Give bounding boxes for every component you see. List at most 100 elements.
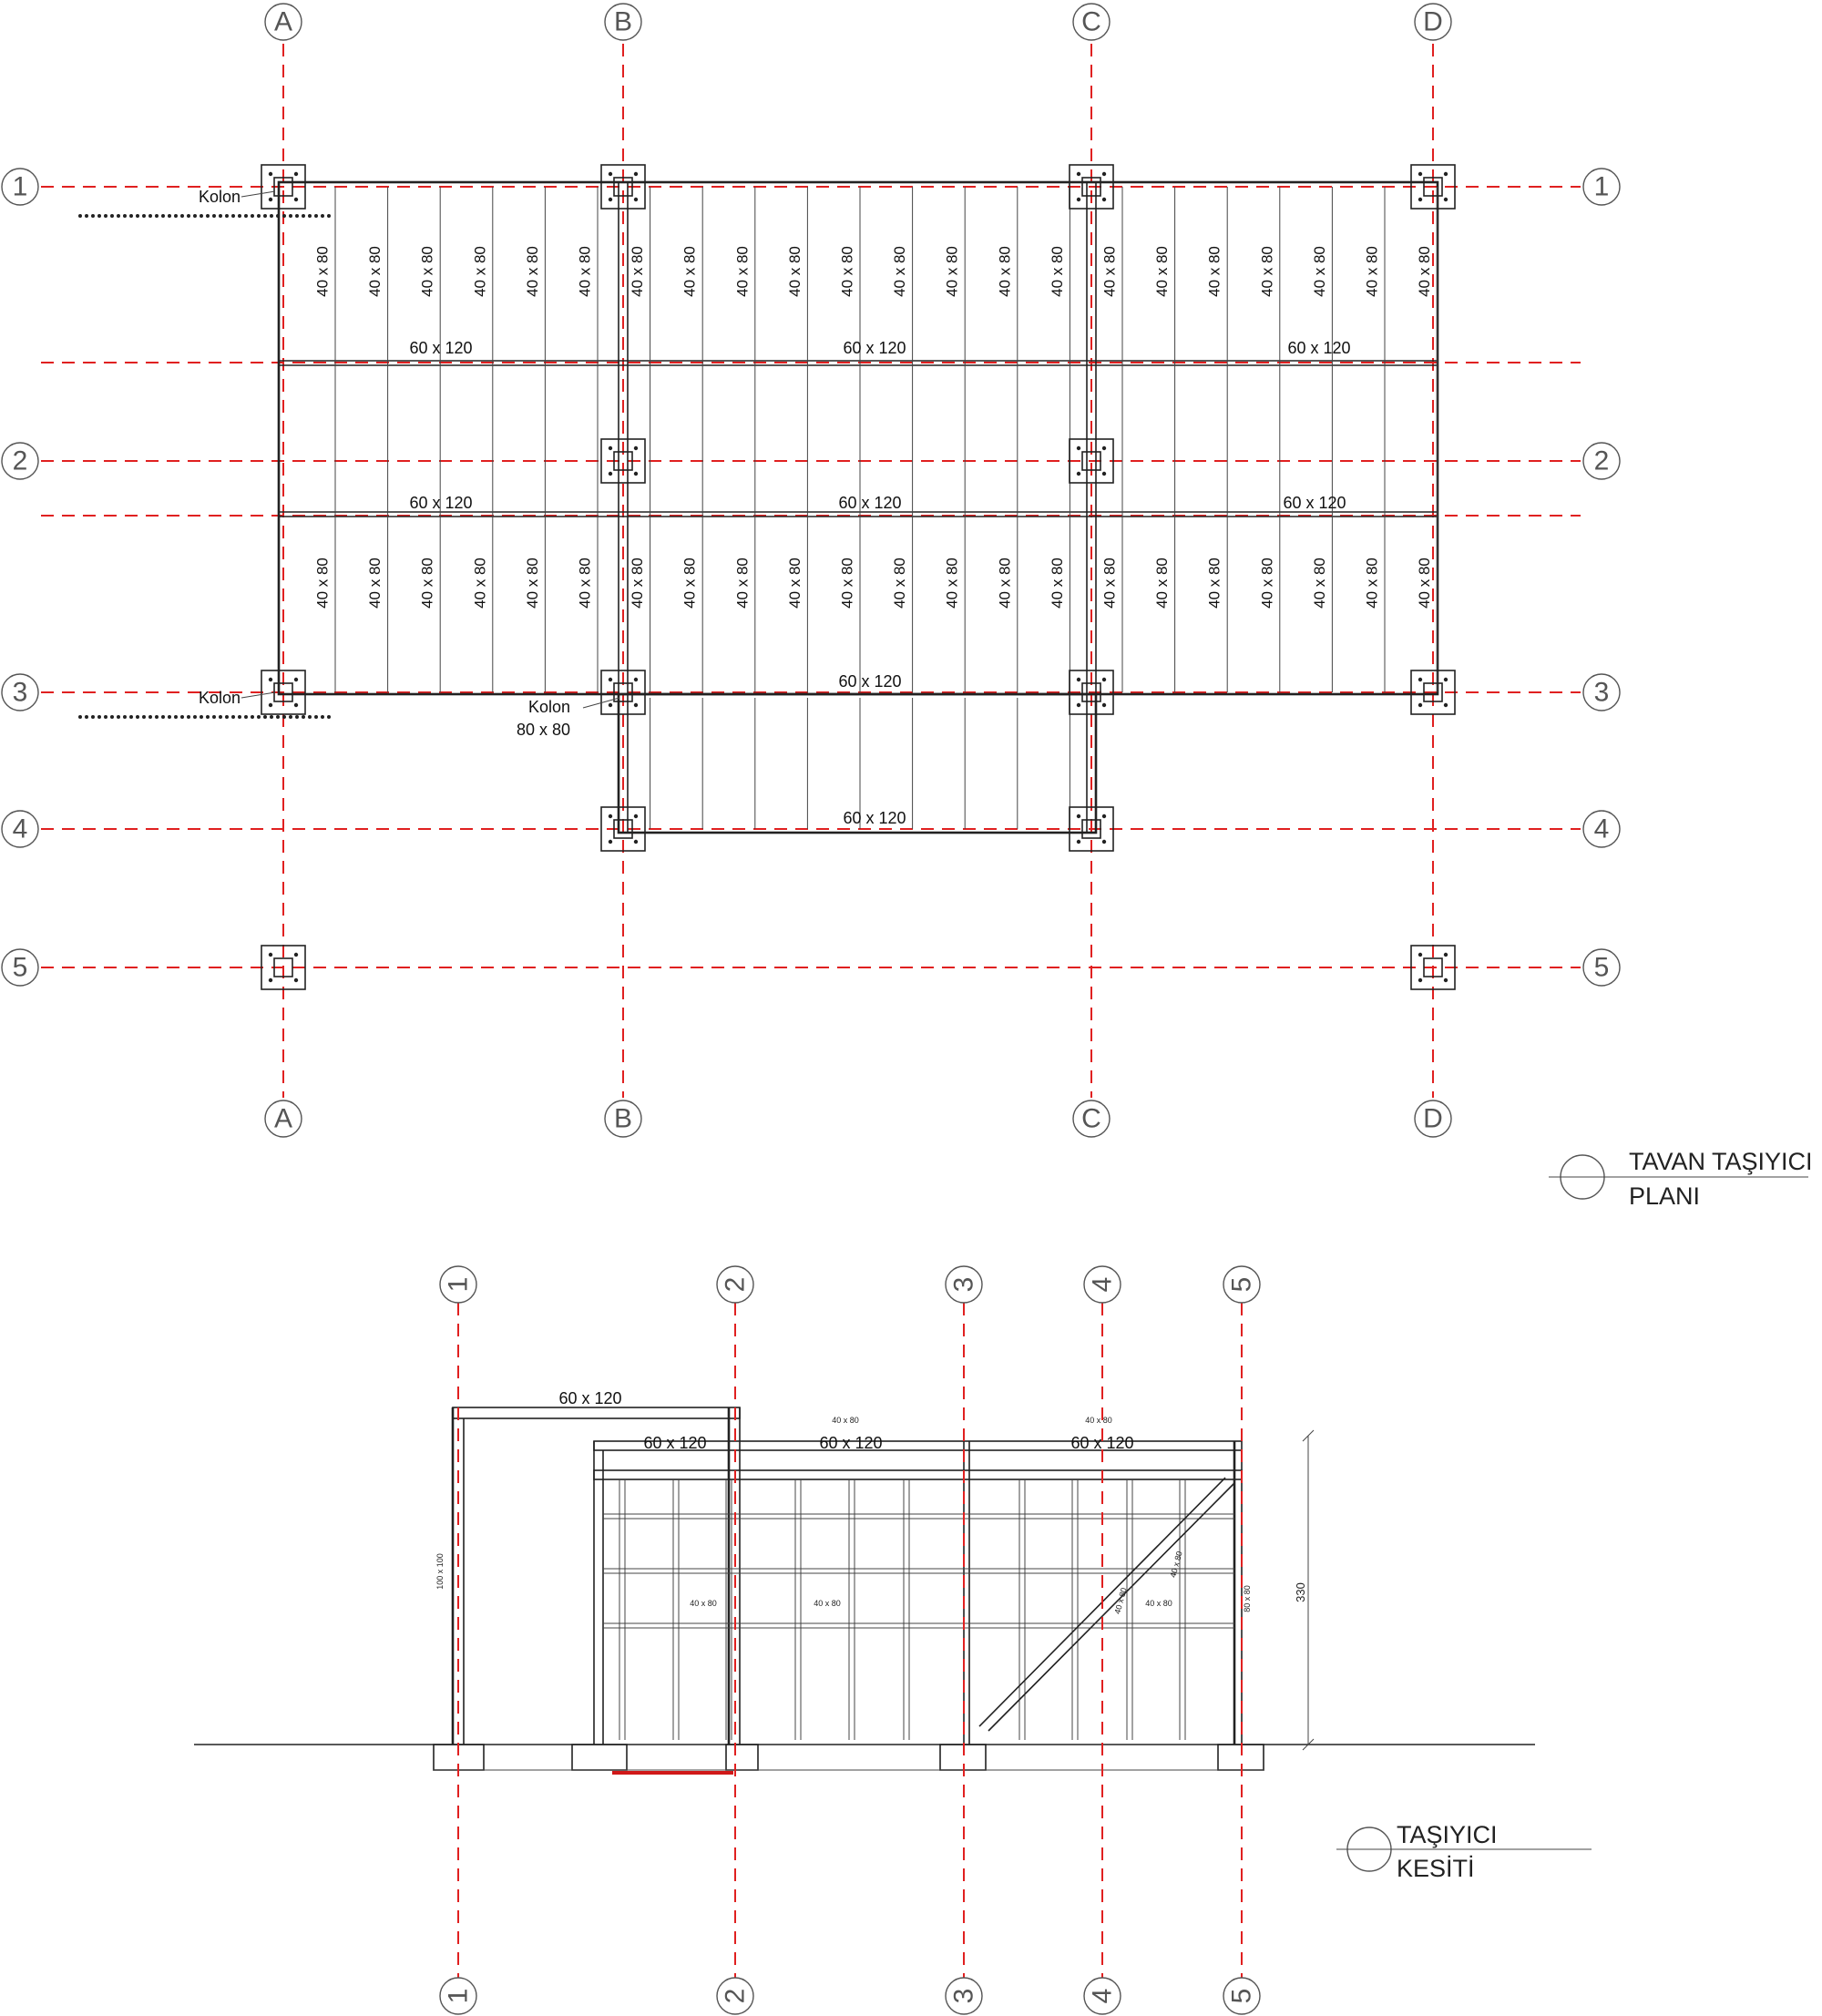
section-grid-lines (457, 1303, 1243, 1993)
plan-column-core-12 (273, 957, 293, 977)
plan-marker-dot-1-7 (123, 715, 127, 719)
plan-bubble-right-3 (1582, 673, 1621, 711)
section-bubble-bottom-5-label: 5 (1227, 1989, 1257, 2004)
section-bubble-bottom-3-label: 3 (949, 1989, 979, 2004)
plan-marker-dot-0-36 (308, 214, 312, 218)
column-note-top: Kolon (199, 188, 241, 206)
plan-marker-dot-0-3 (97, 214, 101, 218)
plan-bubble-bottom-d (1414, 1100, 1452, 1138)
plan-beam-label-5: 60 x 120 (1283, 494, 1346, 512)
plan-marker-dot-1-20 (206, 715, 210, 719)
plan-marker-dot-0-1 (85, 214, 88, 218)
plan-marker-dot-1-8 (129, 715, 133, 719)
plan-column-bolt-4-2 (608, 471, 613, 476)
plan-marker-dot-1-36 (308, 715, 312, 719)
plan-column-bolt-1-3 (633, 197, 639, 202)
plan-column-1 (600, 164, 646, 210)
plan-marker-dot-0-8 (129, 214, 133, 218)
section-footing-2 (725, 1744, 759, 1771)
plan-column-bolt-8-2 (1076, 702, 1081, 708)
plan-marker-dot-1-25 (238, 715, 241, 719)
plan-column-bolt-11-0 (1076, 814, 1081, 819)
plan-marker-dot-1-16 (180, 715, 184, 719)
plan-marker-dot-0-19 (200, 214, 203, 218)
plan-column-bolt-7-0 (608, 677, 613, 682)
plan-beam-label-0: 60 x 120 (409, 339, 472, 357)
section-high-beam (452, 1407, 741, 1419)
plan-column-bolt-3-0 (1418, 171, 1423, 177)
plan-bubble-top-d-label: D (1423, 7, 1443, 37)
section-beam-label-2: 60 x 120 (1070, 1434, 1133, 1452)
plan-bubble-left-1 (1, 168, 39, 206)
plan-column-bolt-13-3 (1443, 977, 1448, 983)
plan-column-bolt-7-2 (608, 702, 613, 708)
plan-bubble-right-4-label: 4 (1594, 814, 1610, 844)
plan-marker-dot-0-34 (295, 214, 299, 218)
plan-column-bolt-9-1 (1443, 677, 1448, 682)
plan-column-bolt-12-2 (268, 977, 273, 983)
plan-joist-label-0-7: 40 x 80 (681, 246, 699, 297)
plan-bubble-left-2-label: 2 (13, 446, 28, 476)
column-note-bottom: Kolon (199, 689, 241, 707)
plan-column-bolt-2-1 (1101, 171, 1107, 177)
plan-column-bolt-0-0 (268, 171, 273, 177)
plan-joist-label-0-12: 40 x 80 (944, 246, 961, 297)
plan-joist-label-1-6: 40 x 80 (629, 558, 646, 609)
plan-column-bolt-0-3 (293, 197, 299, 202)
plan-joist-label-0-4: 40 x 80 (524, 246, 541, 297)
plan-joist-label-1-15: 40 x 80 (1101, 558, 1119, 609)
plan-marker-dot-0-35 (302, 214, 305, 218)
plan-column-core-7 (613, 682, 633, 702)
section-bubble-bottom-1-label: 1 (444, 1989, 474, 2004)
plan-joist-label-1-0: 40 x 80 (314, 558, 332, 609)
plan-joist-label-0-13: 40 x 80 (996, 246, 1013, 297)
plan-column-bolt-6-2 (268, 702, 273, 708)
section-dim-tick-bottom (1302, 1738, 1315, 1751)
plan-joist-label-0-11: 40 x 80 (891, 246, 908, 297)
plan-marker-dot-1-6 (117, 715, 120, 719)
plan-column-bolt-9-3 (1443, 702, 1448, 708)
plan-bubble-right-5-label: 5 (1594, 953, 1610, 983)
plan-column-bolt-5-3 (1101, 471, 1107, 476)
plan-marker-dot-0-4 (104, 214, 107, 218)
plan-joist-label-0-2: 40 x 80 (419, 246, 436, 297)
plan-joist-label-0-9: 40 x 80 (786, 246, 804, 297)
section-bubble-top-4 (1083, 1265, 1121, 1304)
plan-marker-dot-0-9 (136, 214, 139, 218)
plan-bubble-right-5 (1582, 948, 1621, 987)
plan-marker-dot-1-22 (219, 715, 222, 719)
plan-bubble-bottom-b-label: B (614, 1104, 632, 1134)
plan-column-4 (600, 438, 646, 484)
plan-joist-label-0-14: 40 x 80 (1049, 246, 1066, 297)
plan-column-bolt-1-1 (633, 171, 639, 177)
plan-column-core-5 (1081, 451, 1101, 471)
plan-marker-dot-1-35 (302, 715, 305, 719)
plan-column-bolt-6-1 (293, 677, 299, 682)
plan-joist-label-0-18: 40 x 80 (1258, 246, 1275, 297)
plan-marker-dot-0-38 (321, 214, 324, 218)
plan-joist-label-1-1: 40 x 80 (366, 558, 384, 609)
section-stud-label-4: 40 x 80 (1145, 1599, 1172, 1608)
plan-marker-dot-0-11 (148, 214, 152, 218)
plan-marker-dot-0-32 (282, 214, 286, 218)
plan-bubble-top-b (604, 3, 642, 41)
plan-marker-dot-0-29 (263, 214, 267, 218)
plan-column-bolt-4-0 (608, 445, 613, 451)
plan-column-bolt-5-1 (1101, 445, 1107, 451)
plan-beam-label-2: 60 x 120 (1287, 339, 1350, 357)
plan-column-bolt-9-0 (1418, 677, 1423, 682)
plan-joist-label-1-8: 40 x 80 (733, 558, 751, 609)
section-stud-label-2: 40 x 80 (690, 1599, 717, 1608)
plan-column-bolt-2-2 (1076, 197, 1081, 202)
plan-column-bolt-8-3 (1101, 702, 1107, 708)
section-beam-label-high: 60 x 120 (558, 1389, 621, 1407)
plan-marker-dot-1-17 (187, 715, 190, 719)
plan-joist-label-1-16: 40 x 80 (1153, 558, 1171, 609)
plan-column-bolt-6-0 (268, 677, 273, 682)
plan-column-core-0 (273, 177, 293, 197)
plan-column-bolt-7-3 (633, 702, 639, 708)
